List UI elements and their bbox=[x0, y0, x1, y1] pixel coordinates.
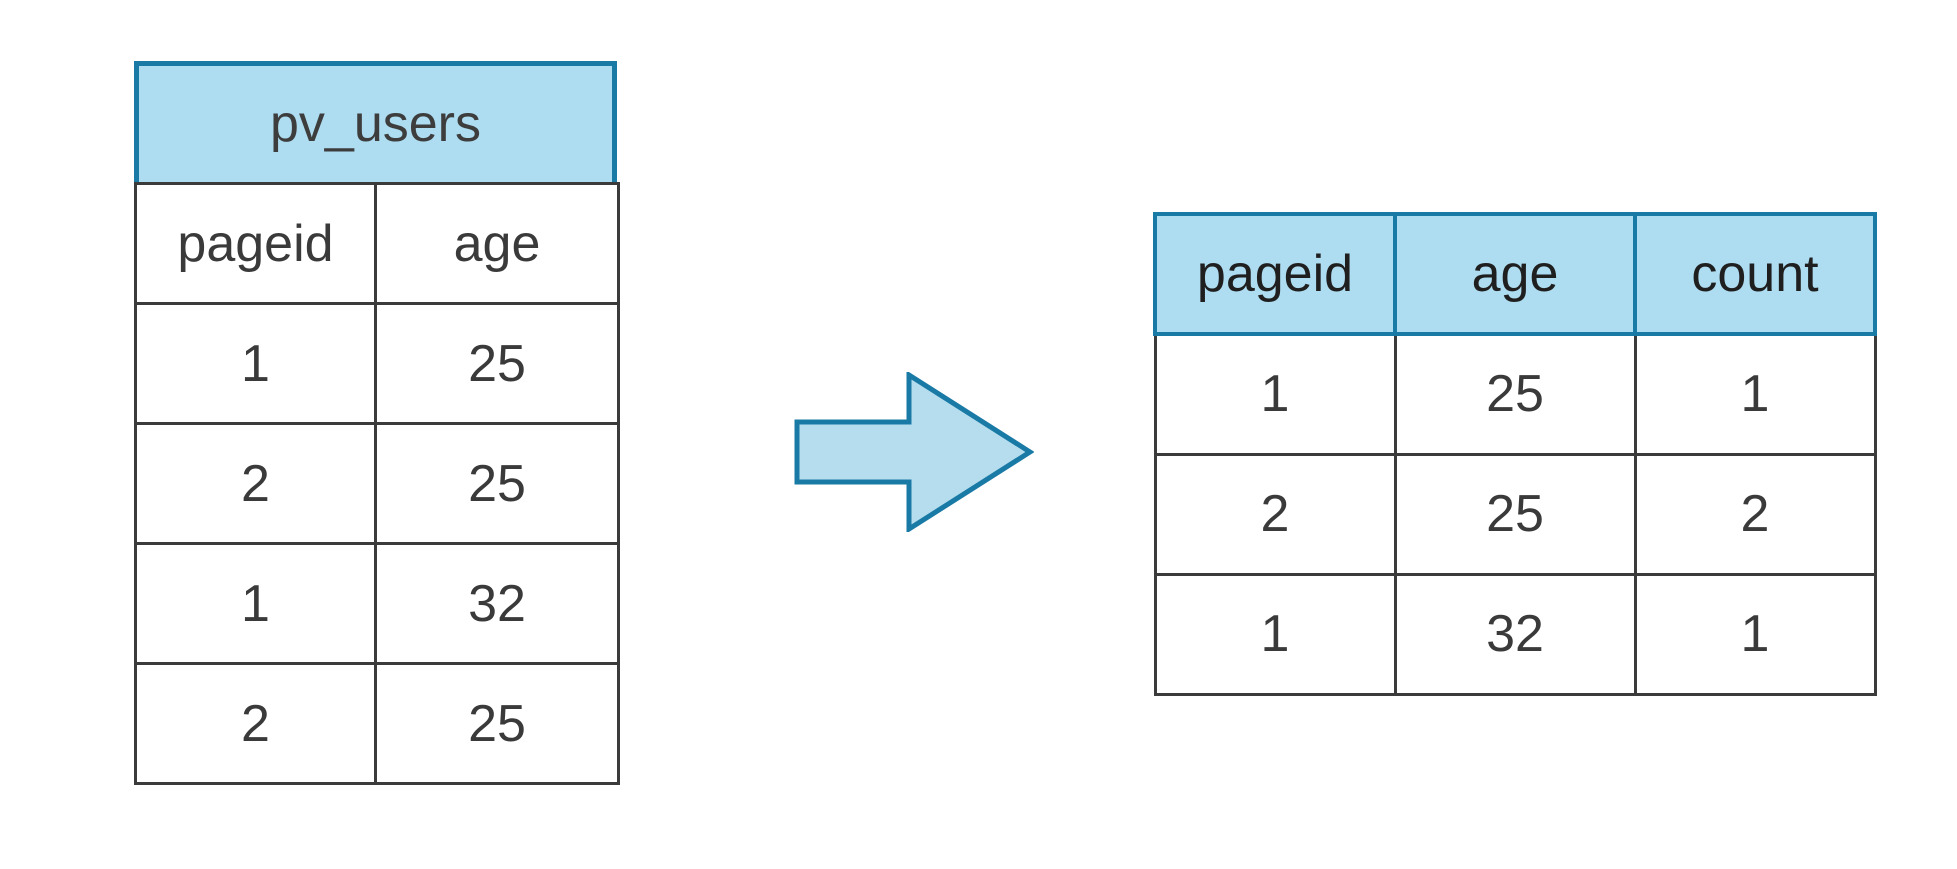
table-row: 1 25 1 bbox=[1153, 332, 1877, 456]
table-row: 1 32 1 bbox=[1153, 572, 1877, 696]
result-table: pageid age count 1 25 1 2 25 2 1 32 1 bbox=[1153, 212, 1877, 696]
table-cell: 1 bbox=[1633, 572, 1877, 696]
table-cell: 2 bbox=[134, 662, 377, 785]
table-cell: 32 bbox=[374, 542, 620, 665]
table-cell: 2 bbox=[1153, 452, 1397, 576]
table-cell: 1 bbox=[1153, 332, 1397, 456]
table-cell: 25 bbox=[1393, 452, 1637, 576]
table-row: 2 25 bbox=[134, 422, 620, 545]
table-cell: 1 bbox=[1633, 332, 1877, 456]
table-cell: 25 bbox=[374, 302, 620, 425]
right-arrow-icon bbox=[794, 370, 1035, 534]
table-cell: 25 bbox=[374, 662, 620, 785]
column-header-age: age bbox=[374, 182, 620, 305]
table-header-row: pageid age count bbox=[1153, 212, 1877, 336]
table-row: 2 25 2 bbox=[1153, 452, 1877, 576]
table-cell: 2 bbox=[1633, 452, 1877, 576]
column-header-pageid: pageid bbox=[134, 182, 377, 305]
column-header-count: count bbox=[1633, 212, 1877, 336]
table-row: 1 32 bbox=[134, 542, 620, 665]
table-cell: 32 bbox=[1393, 572, 1637, 696]
table-cell: 2 bbox=[134, 422, 377, 545]
column-header-pageid: pageid bbox=[1153, 212, 1397, 336]
pv-users-table: pv_users pageid age 1 25 2 25 1 32 2 25 bbox=[134, 61, 620, 785]
table-cell: 1 bbox=[1153, 572, 1397, 696]
column-header-age: age bbox=[1393, 212, 1637, 336]
table-row: 2 25 bbox=[134, 662, 620, 785]
table-cell: 1 bbox=[134, 542, 377, 665]
table-cell: 25 bbox=[374, 422, 620, 545]
table-cell: 1 bbox=[134, 302, 377, 425]
pv-users-table-body: pageid age 1 25 2 25 1 32 2 25 bbox=[134, 182, 620, 785]
table-cell: 25 bbox=[1393, 332, 1637, 456]
table-header-row: pageid age bbox=[134, 182, 620, 305]
pv-users-table-title: pv_users bbox=[134, 61, 617, 182]
table-row: 1 25 bbox=[134, 302, 620, 425]
